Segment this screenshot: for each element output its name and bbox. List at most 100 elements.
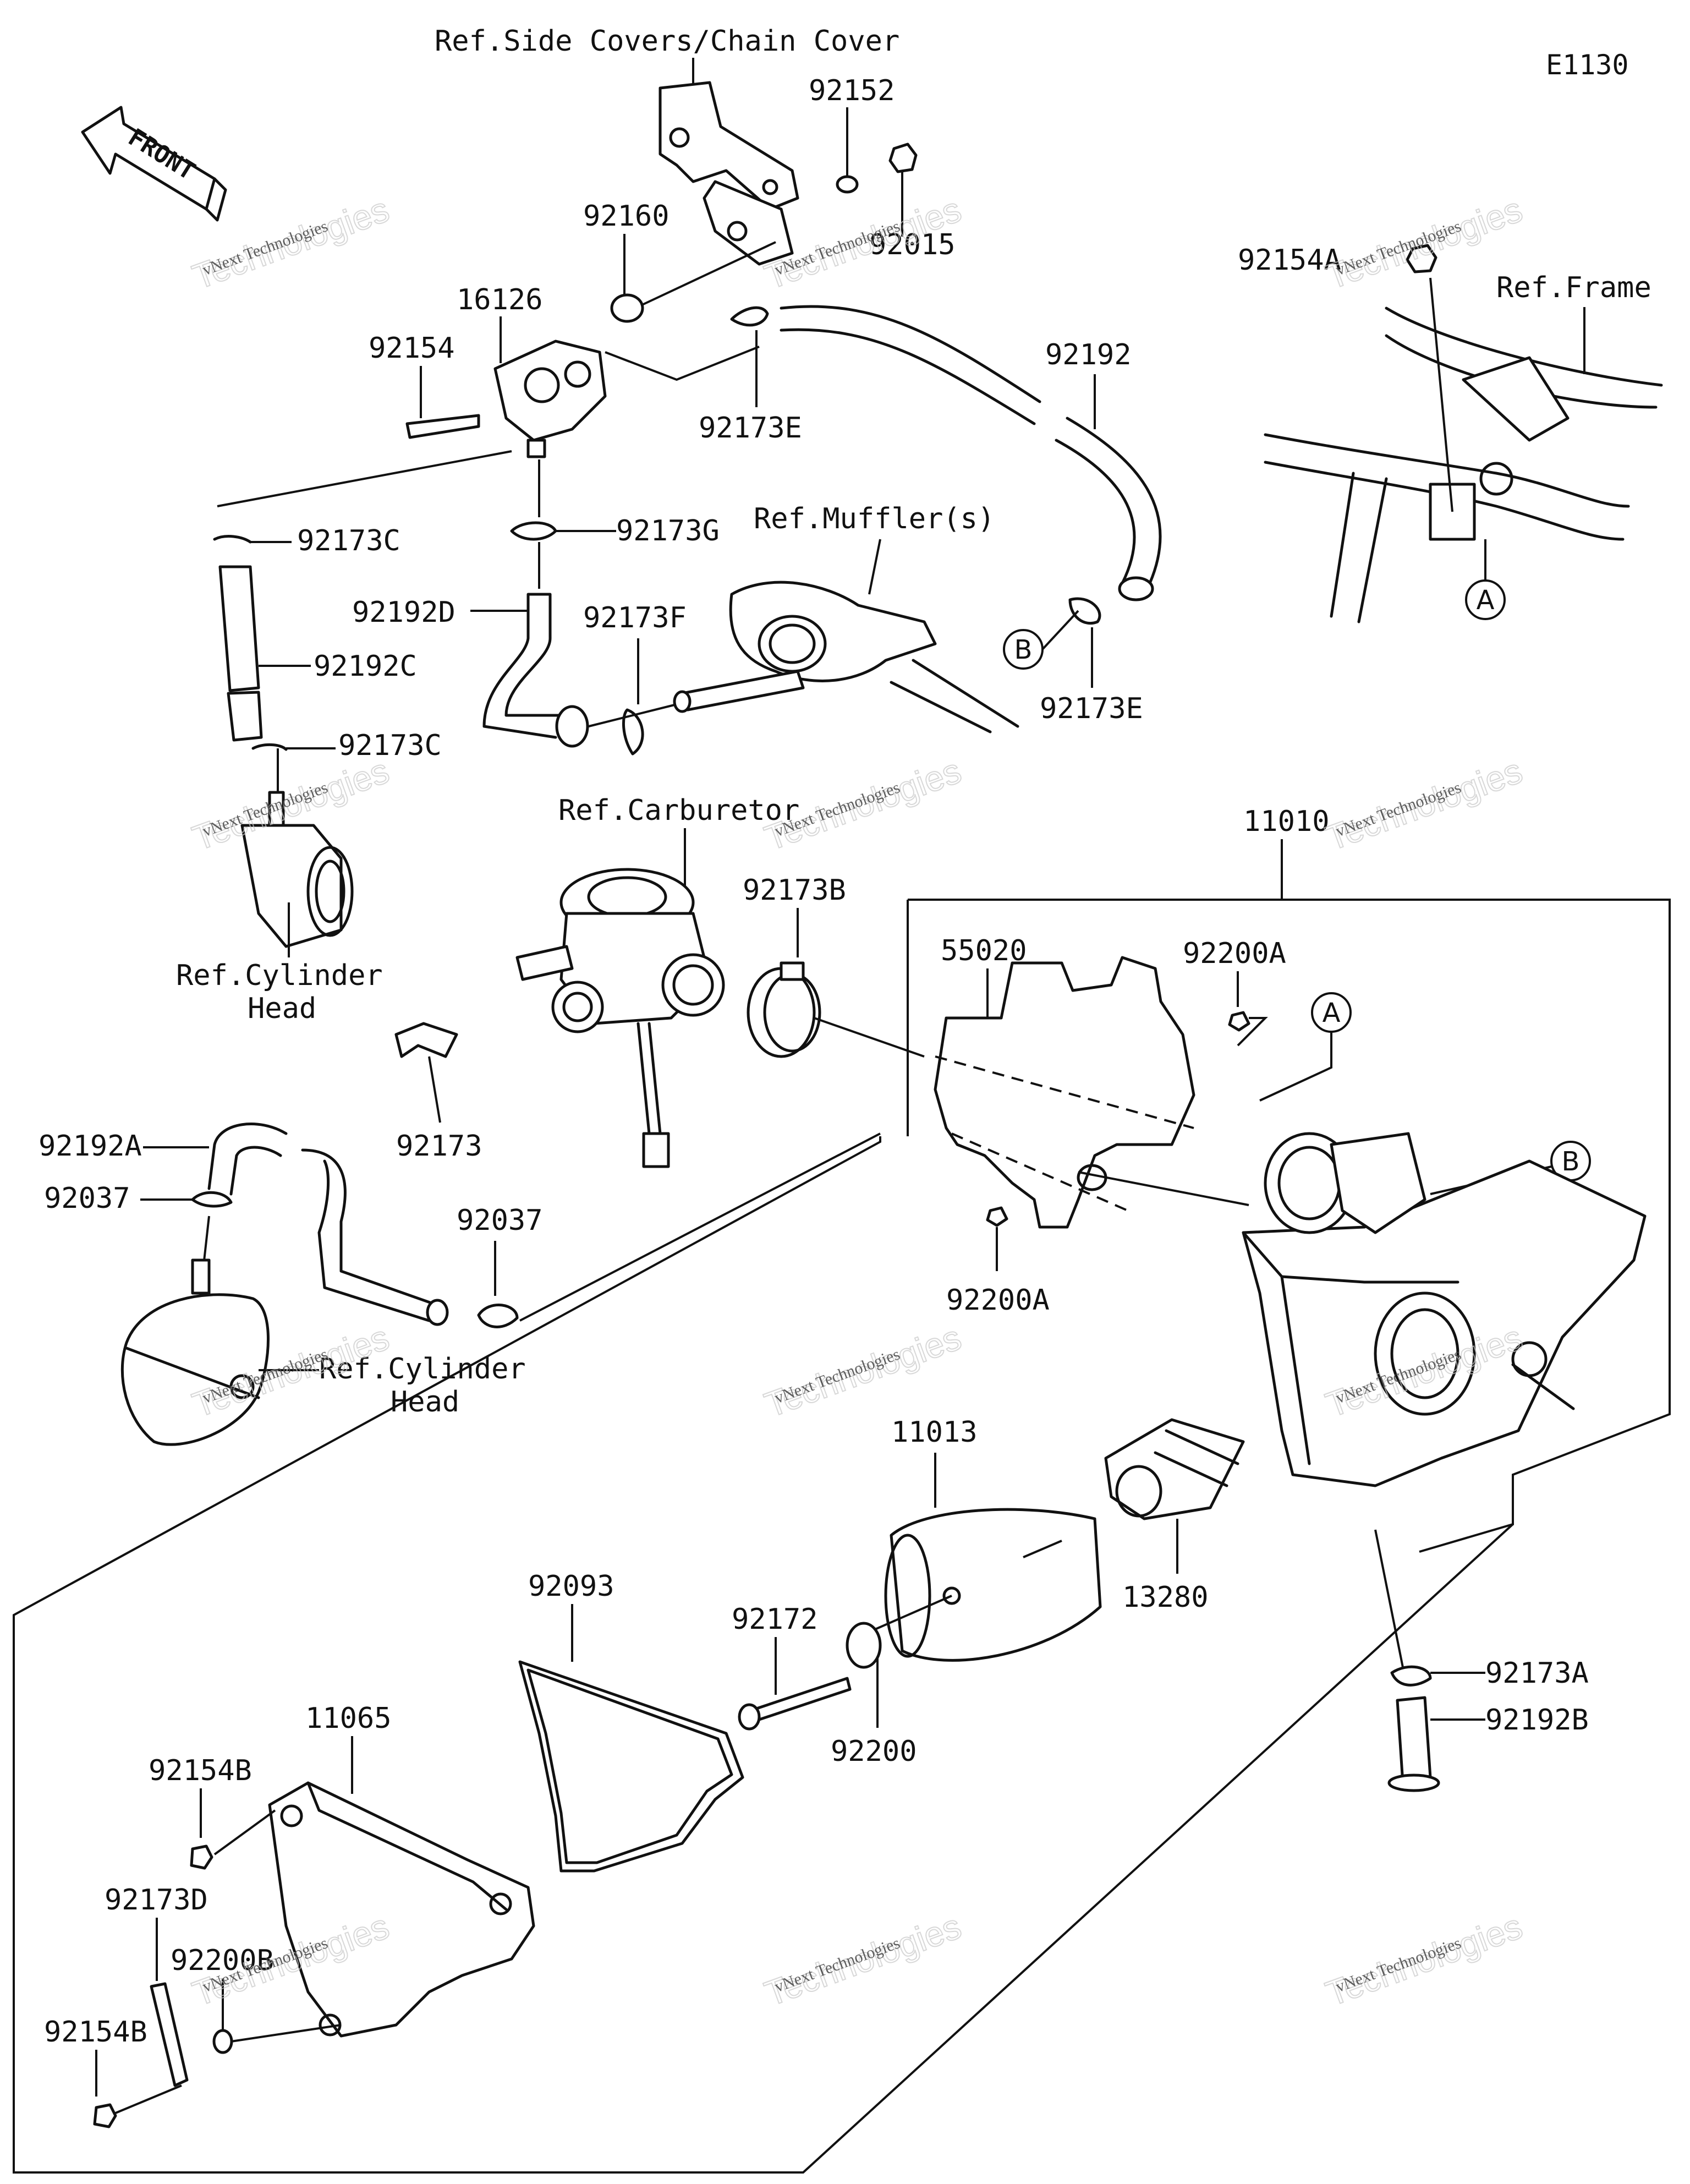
label-92173G: 92173G — [616, 514, 720, 548]
label-92173D: 92173D — [105, 1884, 208, 1917]
diagram-code: E1130 — [1546, 49, 1629, 81]
callout-a-box-text: A — [1323, 998, 1341, 1028]
label-11065: 11065 — [305, 1702, 392, 1735]
bolt-92154B-top — [190, 1844, 213, 1870]
ref-cyl-head-2-l1: Ref.Cylinder — [319, 1353, 526, 1386]
frame-11010 — [908, 899, 1671, 1553]
nut-92200A-bot — [986, 1206, 1008, 1227]
label-92173: 92173 — [396, 1130, 482, 1163]
hose-92192-end — [1118, 576, 1154, 601]
hose-92192A-upper — [207, 1123, 288, 1196]
seal-92093-inner — [526, 1668, 733, 1864]
ref-carburetor: Ref.Carburetor — [558, 794, 799, 827]
label-92160: 92160 — [583, 200, 670, 233]
label-92192B: 92192B — [1485, 1704, 1589, 1737]
label-92173E-bot: 92173E — [1040, 692, 1143, 725]
label-92154: 92154 — [369, 332, 455, 365]
label-92200: 92200 — [831, 1735, 917, 1768]
tube-92192B-end — [1387, 1774, 1440, 1792]
callout-b-muffler-text: B — [1014, 634, 1033, 665]
label-92172: 92172 — [732, 1603, 818, 1636]
label-92173B: 92173B — [743, 874, 846, 907]
reed-valve-16126 — [493, 340, 607, 458]
breather-13280 — [1104, 1418, 1245, 1520]
bolt-92172 — [747, 1677, 852, 1724]
label-92192A: 92192A — [39, 1130, 142, 1163]
label-92037-mid: 92037 — [457, 1204, 543, 1237]
label-92152: 92152 — [809, 74, 895, 107]
label-92192D: 92192D — [352, 596, 456, 629]
clamp-92037-left — [191, 1191, 233, 1208]
strap-92173D — [150, 1982, 189, 2087]
bolt-92172-head — [738, 1703, 761, 1731]
washer-92152 — [836, 175, 859, 194]
hose-92192-upper — [780, 305, 1041, 425]
air-cleaner-box — [1242, 1132, 1647, 1487]
label-92037-left: 92037 — [44, 1182, 130, 1215]
tube-92192B — [1396, 1696, 1432, 1785]
ref-frame: Ref.Frame — [1496, 271, 1651, 304]
muffler-section — [673, 581, 1019, 734]
frame-11065 — [13, 1136, 1514, 2174]
label-92173A: 92173A — [1485, 1657, 1589, 1690]
clamp-92173A — [1390, 1665, 1432, 1687]
ref-side-covers: Ref.Side Covers/Chain Cover — [435, 25, 899, 58]
callout-a-frame — [1465, 579, 1506, 620]
hose-92192D — [482, 593, 563, 739]
nut-92015 — [888, 143, 918, 173]
washer-92200 — [846, 1622, 882, 1669]
label-92173F: 92173F — [583, 601, 687, 634]
callout-a-frame-text: A — [1477, 585, 1495, 616]
seal-92093 — [518, 1660, 744, 1873]
label-92200A-bot: 92200A — [946, 1284, 1050, 1317]
bolt-92154 — [405, 414, 480, 439]
label-92192: 92192 — [1045, 338, 1132, 371]
label-92173C-bot: 92173C — [338, 729, 442, 762]
clamp-92173F — [622, 708, 644, 756]
clamp-92037-mid — [477, 1304, 519, 1328]
clamp-92173 — [394, 1022, 458, 1058]
ref-cyl-head-1-l2: Head — [248, 992, 316, 1025]
label-92154A: 92154A — [1238, 244, 1341, 277]
frame-section — [1264, 277, 1663, 623]
label-16126: 16126 — [457, 283, 543, 316]
front-arrow-icon: FRONT — [81, 106, 227, 222]
hose-92192-lower — [1055, 417, 1162, 585]
label-92093: 92093 — [528, 1570, 614, 1603]
clamp-92173B — [747, 961, 821, 1058]
cylinder-head-cover — [120, 1258, 270, 1446]
hose-92192A-lower — [301, 1148, 436, 1322]
air-filter-11013 — [884, 1508, 1102, 1662]
ref-cyl-head-1-l1: Ref.Cylinder — [176, 959, 383, 992]
label-92173E-top: 92173E — [699, 412, 802, 445]
clamp-92173C-bot — [251, 743, 288, 751]
bolt-92154B-bot — [93, 2103, 117, 2128]
label-92173C-top: 92173C — [297, 524, 400, 557]
clamp-92173G — [510, 521, 557, 541]
clamp-92173E-top — [730, 306, 769, 327]
label-11010: 11010 — [1243, 805, 1330, 838]
air-box-cover-11065 — [268, 1781, 535, 2038]
cylinder-head-pipe — [240, 791, 354, 948]
side-cover-bracket — [659, 81, 799, 266]
label-92154B-top: 92154B — [149, 1754, 252, 1787]
clamp-92173C-top — [213, 535, 252, 544]
label-92200A-top: 92200A — [1183, 937, 1286, 970]
nut-92200A-top — [1228, 1011, 1250, 1032]
label-92200B: 92200B — [171, 1944, 274, 1977]
gasket-55020 — [934, 956, 1195, 1229]
grommet-92160 — [610, 293, 644, 323]
washer-92200B — [212, 2029, 233, 2054]
label-11013: 11013 — [891, 1416, 978, 1449]
callout-b-box-text: B — [1562, 1146, 1580, 1177]
hose-92192C — [218, 565, 263, 742]
hose-92192A-end — [426, 1299, 449, 1326]
label-92154B-bot: 92154B — [44, 2016, 147, 2049]
label-13280: 13280 — [1122, 1581, 1209, 1614]
bolt-92154A — [1406, 244, 1437, 273]
ref-mufflers: Ref.Muffler(s) — [754, 502, 995, 535]
label-92015: 92015 — [869, 228, 956, 261]
carburetor — [515, 868, 725, 1168]
label-92192C: 92192C — [314, 650, 417, 683]
